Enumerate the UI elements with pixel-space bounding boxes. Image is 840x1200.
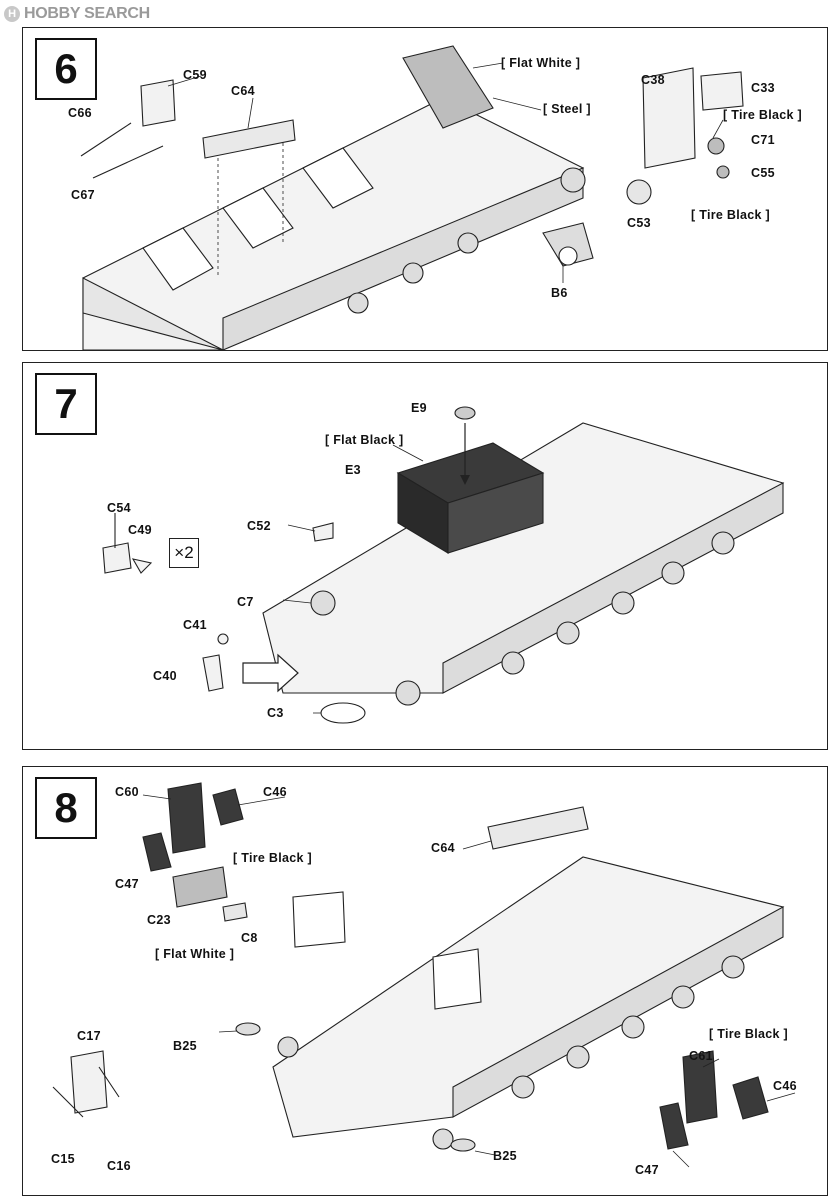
part-label-c3: C3 [267, 706, 284, 720]
step-number: 8 [54, 784, 78, 831]
part-label-c47: C47 [115, 877, 139, 891]
step-8-drawing [52, 782, 796, 1168]
part-label-c41: C41 [183, 618, 207, 632]
part-label-c60: C60 [115, 785, 139, 799]
part-label-c61: C61 [689, 1049, 713, 1063]
part-label-e3: E3 [345, 463, 361, 477]
logo-text: HOBBY SEARCH [24, 5, 150, 22]
step-number-box: 6 [35, 38, 97, 100]
part-label-c8: C8 [241, 931, 258, 945]
part-label-c38: C38 [641, 73, 665, 87]
part-label-c46-2: C46 [773, 1079, 797, 1093]
part-label-c59: C59 [183, 68, 207, 82]
step-7-drawing [102, 406, 785, 724]
part-label-c23: C23 [147, 913, 171, 927]
step-number-box: 8 [35, 777, 97, 839]
step-6-drawing [80, 45, 744, 350]
part-label-c52: C52 [247, 519, 271, 533]
paint-callout-tire-black-2: [ Tire Black ] [709, 1027, 788, 1041]
part-label-c47-2: C47 [635, 1163, 659, 1177]
part-label-b6: B6 [551, 286, 568, 300]
part-label-c55: C55 [751, 166, 775, 180]
part-label-b25: B25 [173, 1039, 197, 1053]
paint-callout-flat-black: [ Flat Black ] [325, 433, 404, 447]
part-label-c17: C17 [77, 1029, 101, 1043]
logo-mark-icon: H [4, 6, 20, 22]
part-label-c64: C64 [431, 841, 455, 855]
part-label-e9: E9 [411, 401, 427, 415]
paint-callout-tire-black-2: [ Tire Black ] [691, 208, 770, 222]
part-label-c49: C49 [128, 523, 152, 537]
part-label-c15: C15 [51, 1152, 75, 1166]
part-label-c67: C67 [71, 188, 95, 202]
part-label-c66: C66 [68, 106, 92, 120]
part-label-c40: C40 [153, 669, 177, 683]
part-label-c33: C33 [751, 81, 775, 95]
step-7-panel: 7 [22, 362, 828, 750]
step-8-panel: 8 [22, 766, 828, 1196]
part-label-c53: C53 [627, 216, 651, 230]
site-logo[interactable]: H HOBBY SEARCH [4, 4, 150, 24]
paint-callout-flat-white: [ Flat White ] [501, 56, 581, 70]
part-label-b25-2: B25 [493, 1149, 517, 1163]
paint-callout-tire-black: [ Tire Black ] [233, 851, 312, 865]
part-label-c16: C16 [107, 1159, 131, 1173]
step-6-panel: 6 [22, 27, 828, 351]
paint-callout-steel: [ Steel ] [543, 102, 591, 116]
step-number: 7 [54, 380, 78, 427]
part-label-c64: C64 [231, 84, 255, 98]
part-label-c46: C46 [263, 785, 287, 799]
part-label-c71: C71 [751, 133, 775, 147]
part-label-c7: C7 [237, 595, 254, 609]
part-label-c54: C54 [107, 501, 131, 515]
paint-callout-flat-white: [ Flat White ] [155, 947, 235, 961]
multiplier-text: ×2 [174, 543, 194, 562]
step-number: 6 [54, 45, 78, 92]
step-number-box: 7 [35, 373, 97, 435]
paint-callout-tire-black: [ Tire Black ] [723, 108, 802, 122]
multiplier-box: ×2 [169, 538, 199, 568]
